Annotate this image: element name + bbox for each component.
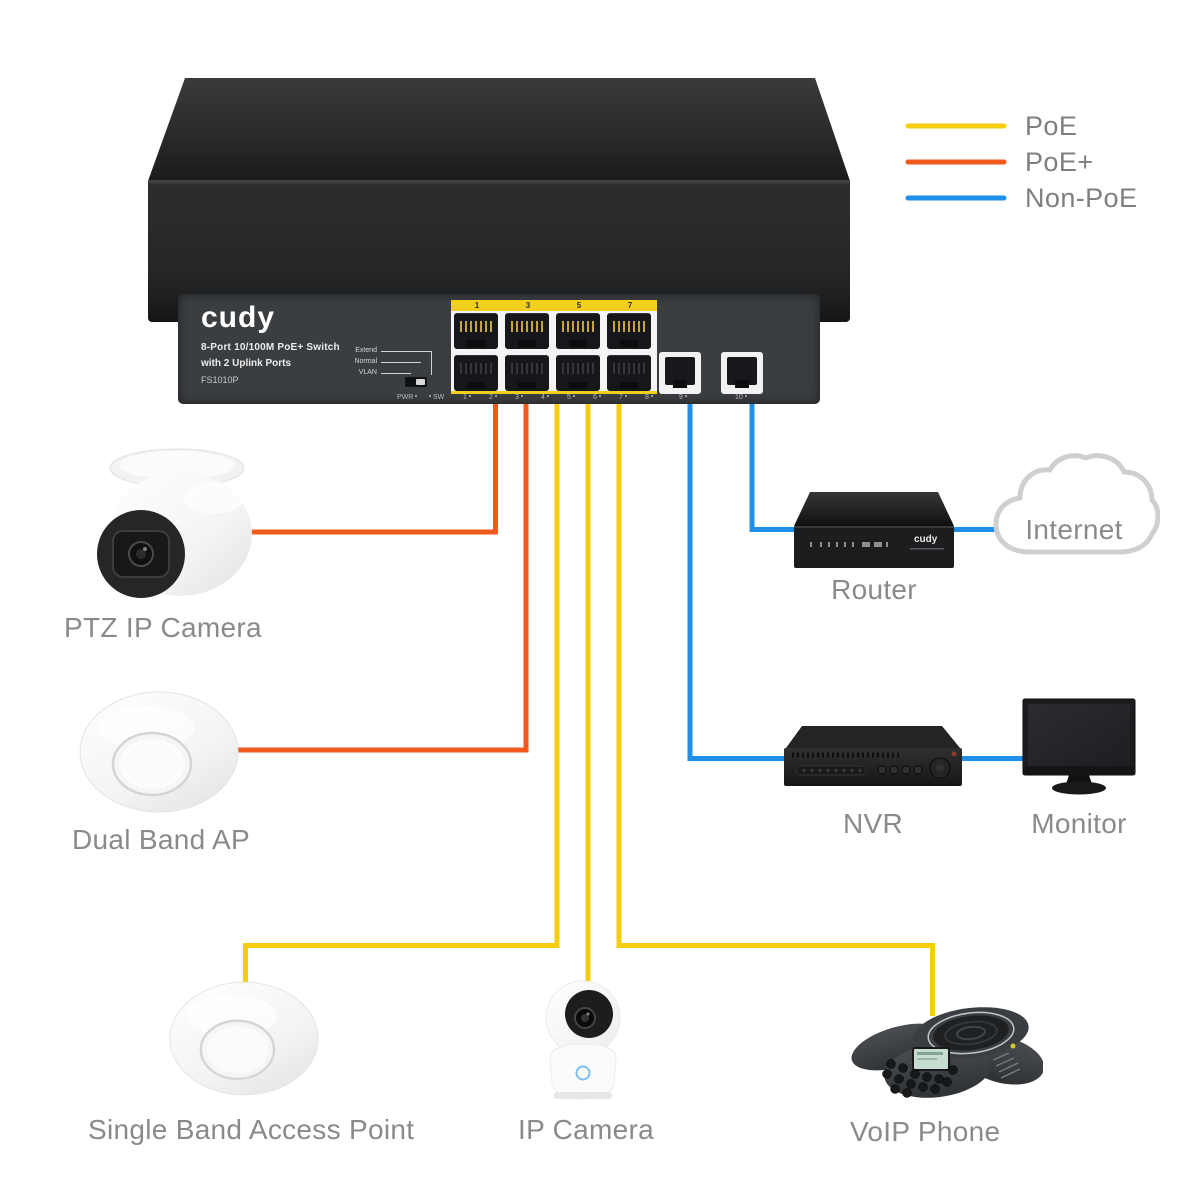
mode-label-vlan: VLAN (358, 369, 377, 376)
led-label-8: 8 (645, 394, 653, 401)
legend: PoE PoE+ Non-PoE (905, 108, 1137, 216)
wire-poe-voip-phone (616, 368, 935, 1016)
wire-poe-plus-ptz-camera (212, 368, 498, 535)
voip-grille (992, 1052, 1021, 1079)
rj45-port-7[interactable] (607, 313, 651, 349)
rj45-port-8[interactable] (607, 355, 651, 391)
port-group-number: 5 (576, 301, 582, 310)
legend-line-non-poe-icon (905, 195, 1007, 201)
mode-label-normal: Normal (354, 358, 377, 365)
poe-ports-field: 1 3 5 7 (451, 300, 657, 394)
switch-model: FS1010P (201, 375, 239, 385)
device-dual-band-ap: Dual Band AP (72, 690, 250, 860)
wire-poe-plus-dual-band-ap (233, 368, 529, 753)
mode-switch-group: Extend Normal VLAN (327, 345, 447, 395)
device-ptz-camera: PTZ IP Camera (64, 446, 268, 656)
led-label-7: 7 (619, 394, 627, 401)
led-label-9: 9 (679, 394, 687, 403)
uplink-port-9[interactable] (659, 352, 701, 394)
legend-row-poe: PoE (905, 108, 1137, 144)
ip-camera-icon (545, 980, 621, 1100)
legend-label-poe-plus: PoE+ (1025, 146, 1094, 177)
voip-phone-label: VoIP Phone (850, 1116, 1001, 1147)
mode-line (381, 351, 431, 352)
wire-poe-single-band-ap (243, 368, 560, 996)
router-label: Router (831, 574, 917, 605)
mode-line (431, 351, 432, 375)
voip-keypad (882, 1059, 958, 1098)
mode-line (381, 362, 421, 363)
monitor-icon (1022, 698, 1136, 795)
ptz-camera-icon (97, 448, 252, 598)
switch-top-face (148, 78, 850, 181)
device-internet: Internet (988, 452, 1161, 572)
internet-cloud-icon (993, 453, 1161, 555)
switch-name-line1: 8-Port 10/100M PoE+ Switch (201, 342, 340, 353)
led-label-sw: SW (429, 394, 444, 403)
mode-label-extend: Extend (355, 347, 377, 354)
led-label-pwr: PWR (397, 394, 417, 403)
ptz-camera-label: PTZ IP Camera (64, 612, 262, 643)
legend-row-poe-plus: PoE+ (905, 144, 1137, 180)
port-group-number: 7 (627, 301, 633, 310)
poe-switch: cudy 8-Port 10/100M PoE+ Switch with 2 U… (148, 76, 850, 404)
port-led-labels: 1 2 3 4 5 6 7 8 (463, 394, 653, 401)
device-voip-phone: VoIP Phone (843, 1002, 1048, 1152)
uplink-port-10[interactable] (721, 352, 763, 394)
internet-label: Internet (1025, 514, 1123, 545)
led-label-10: 10 (735, 394, 747, 403)
rj45-port-2[interactable] (454, 355, 498, 391)
led-label-4: 4 (541, 394, 549, 401)
legend-line-poe-icon (905, 123, 1007, 129)
led-label-3: 3 (515, 394, 523, 401)
nvr-label: NVR (842, 808, 904, 839)
rj45-port-5[interactable] (556, 313, 600, 349)
switch-name-line2: with 2 Uplink Ports (201, 358, 292, 369)
rj45-port-1[interactable] (454, 313, 498, 349)
legend-label-poe: PoE (1025, 110, 1078, 141)
led-label-1: 1 (463, 394, 471, 401)
legend-row-non-poe: Non-PoE (905, 180, 1137, 216)
port-group-number: 1 (474, 301, 480, 310)
ip-camera-label: IP Camera (518, 1114, 655, 1145)
led-label-5: 5 (567, 394, 575, 401)
led-label-6: 6 (593, 394, 601, 401)
wire-non-poe-router-internet (749, 342, 1060, 532)
poe-ports-footer-strip (451, 391, 657, 394)
router-icon: cudy (794, 492, 954, 568)
dual-band-ap-icon (79, 691, 239, 813)
legend-line-poe-plus-icon (905, 159, 1007, 165)
port-group-number: 3 (525, 301, 531, 310)
rj45-port-6[interactable] (556, 355, 600, 391)
device-ip-camera: IP Camera (518, 978, 654, 1148)
legend-label-non-poe: Non-PoE (1025, 182, 1138, 213)
nvr-icon (784, 726, 962, 786)
single-band-ap-label: Single Band Access Point (88, 1114, 415, 1145)
switch-panel: cudy 8-Port 10/100M PoE+ Switch with 2 U… (178, 294, 820, 404)
device-single-band-ap: Single Band Access Point (88, 980, 414, 1148)
mode-slide-switch[interactable] (405, 377, 427, 387)
rj45-port-3[interactable] (505, 313, 549, 349)
device-router: cudy Router (792, 490, 958, 610)
switch-front-face: cudy 8-Port 10/100M PoE+ Switch with 2 U… (148, 180, 850, 404)
rj45-port-4[interactable] (505, 355, 549, 391)
poe-ports-header-strip (451, 300, 657, 311)
monitor-label: Monitor (1031, 808, 1127, 839)
switch-brand-logo: cudy (201, 301, 276, 334)
single-band-ap-icon (169, 981, 319, 1096)
device-nvr: NVR (782, 724, 964, 844)
led-label-2: 2 (489, 394, 497, 401)
mode-line (381, 373, 411, 374)
router-brand-text: cudy (914, 534, 938, 545)
device-monitor: Monitor (1022, 698, 1136, 848)
voip-phone-icon (851, 1007, 1045, 1098)
dual-band-ap-label: Dual Band AP (72, 824, 250, 855)
